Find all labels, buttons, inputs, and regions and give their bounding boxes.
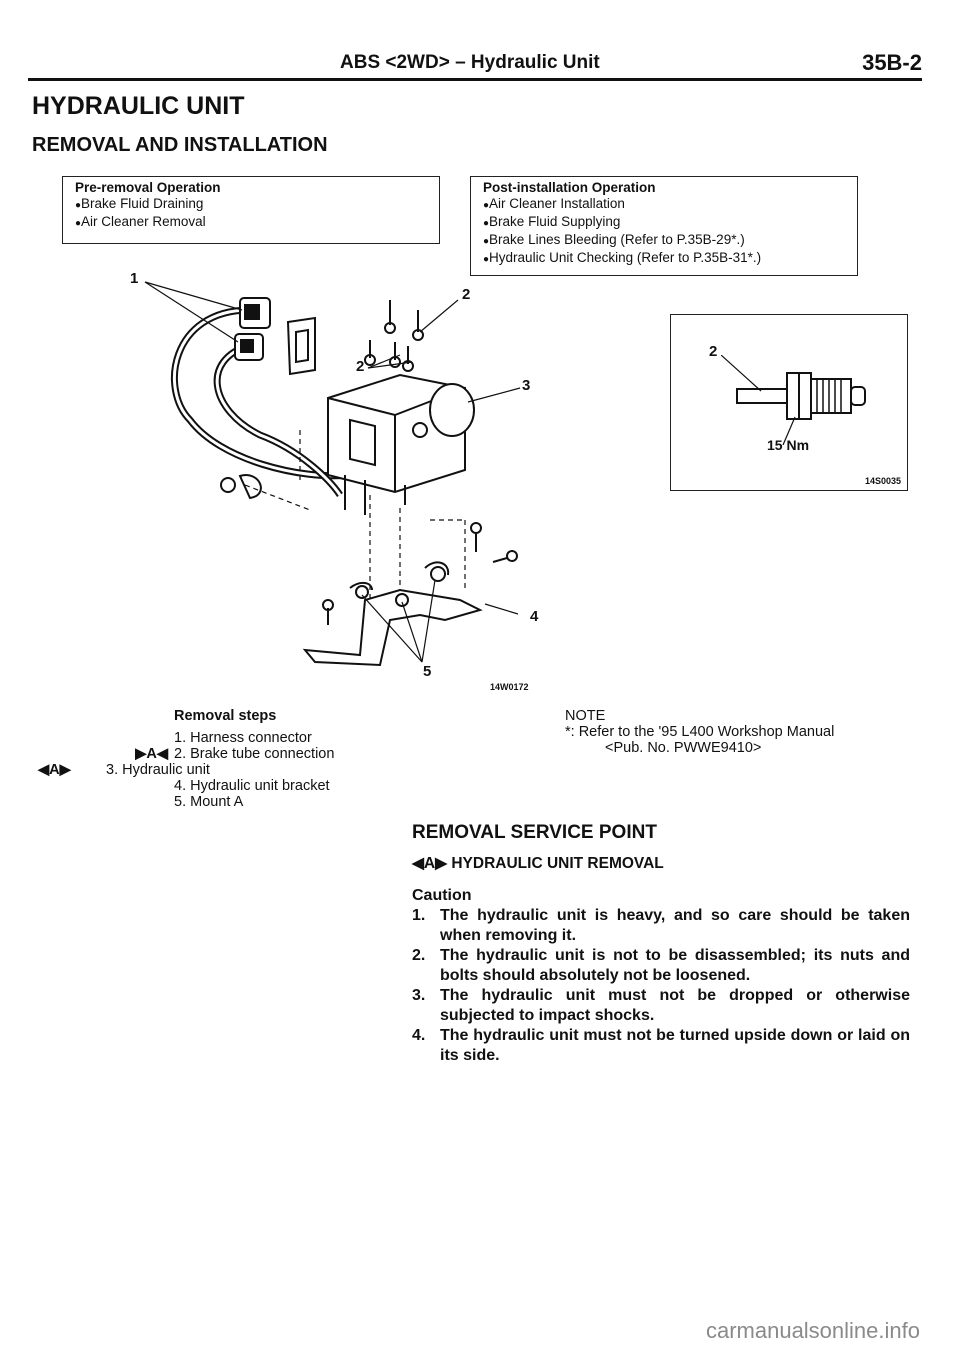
hydraulic-unit-illustration <box>144 281 521 667</box>
list-item: 4. Hydraulic unit bracket <box>100 778 334 794</box>
caution-text: The hydraulic unit must not be turned up… <box>440 1027 910 1064</box>
post-installation-item: Air Cleaner Installation <box>483 196 847 214</box>
caution-text: The hydraulic unit is not to be disassem… <box>440 947 910 984</box>
diagram-callout: 2 <box>356 358 365 375</box>
note-line: *: Refer to the '95 L400 Workshop Manual <box>565 724 835 740</box>
step-text: 1. Harness connector <box>174 730 312 746</box>
list-item: 5. Mount A <box>100 794 334 810</box>
post-installation-title: Post-installation Operation <box>483 180 656 195</box>
detail-callout: 2 <box>709 343 718 360</box>
post-installation-box: Post-installation Operation Air Cleaner … <box>470 176 858 276</box>
diagram-callout: 1 <box>130 270 139 287</box>
section-heading: REMOVAL AND INSTALLATION <box>32 134 328 156</box>
diagram-callout: 2 <box>462 286 471 303</box>
list-item: ◀A▶ 3. Hydraulic unit <box>38 762 334 778</box>
step-marker <box>100 778 174 794</box>
header-rule <box>28 78 922 81</box>
caution-text: The hydraulic unit is heavy, and so care… <box>440 907 910 944</box>
step-marker: ▶A◀ <box>135 746 168 762</box>
list-item: 3.The hydraulic unit must not be dropped… <box>412 987 910 1024</box>
step-text: 2. Brake tube connection <box>174 746 335 762</box>
caution-block: Caution 1.The hydraulic unit is heavy, a… <box>412 886 910 1066</box>
post-installation-item: Brake Fluid Supplying <box>483 214 847 232</box>
step-text: 3. Hydraulic unit <box>106 762 210 778</box>
list-item: ▶A◀ 2. Brake tube connection <box>100 746 334 762</box>
flare-nut-icon <box>721 355 866 445</box>
torque-value: 15 Nm <box>767 437 810 453</box>
service-point-subtitle: ◀A▶ HYDRAULIC UNIT REMOVAL <box>412 854 664 873</box>
detail-code: 14S0035 <box>864 476 901 486</box>
diagram-callout: 4 <box>530 608 539 625</box>
pre-removal-item: Air Cleaner Removal <box>75 214 429 232</box>
step-text: 4. Hydraulic unit bracket <box>174 778 330 794</box>
list-item: 1.The hydraulic unit is heavy, and so ca… <box>412 907 910 944</box>
header-title: ABS <2WD> – Hydraulic Unit <box>340 52 600 73</box>
step-text: 5. Mount A <box>174 794 244 810</box>
page-heading: HYDRAULIC UNIT <box>32 92 245 120</box>
pre-removal-title: Pre-removal Operation <box>75 180 221 195</box>
watermark: carmanualsonline.info <box>705 1318 920 1343</box>
list-item: 2.The hydraulic unit is not to be disass… <box>412 947 910 984</box>
diagram-code: 14W0172 <box>490 682 529 692</box>
step-marker <box>100 794 174 810</box>
step-marker <box>100 730 174 746</box>
note-line: <Pub. No. PWWE9410> <box>605 740 762 756</box>
removal-steps-title: Removal steps <box>174 708 277 724</box>
service-subtitle-text: HYDRAULIC UNIT REMOVAL <box>451 855 664 872</box>
caution-text: The hydraulic unit must not be dropped o… <box>440 987 910 1024</box>
post-installation-item: Hydraulic Unit Checking (Refer to P.35B-… <box>483 250 847 268</box>
pre-removal-box: Pre-removal Operation Brake Fluid Draini… <box>62 176 440 244</box>
caution-title: Caution <box>412 887 472 904</box>
service-point-title: REMOVAL SERVICE POINT <box>412 822 657 843</box>
page-number: 35B-2 <box>862 50 922 75</box>
detail-box: 2 15 Nm 14S0035 <box>670 314 908 491</box>
service-marker: ◀A▶ <box>412 855 448 872</box>
step-marker: ◀A▶ <box>38 762 71 778</box>
diagram-callout: 3 <box>522 377 531 394</box>
post-installation-item: Brake Lines Bleeding (Refer to P.35B-29*… <box>483 232 847 250</box>
list-item: 4.The hydraulic unit must not be turned … <box>412 1027 910 1064</box>
removal-steps: Removal steps 1. Harness connector ▶A◀ 2.… <box>38 708 334 810</box>
pre-removal-item: Brake Fluid Draining <box>75 196 429 214</box>
diagram-callout: 5 <box>423 663 432 680</box>
list-item: 1. Harness connector <box>100 730 334 746</box>
note-title: NOTE <box>565 708 606 724</box>
note: NOTE *: Refer to the '95 L400 Workshop M… <box>565 708 834 756</box>
